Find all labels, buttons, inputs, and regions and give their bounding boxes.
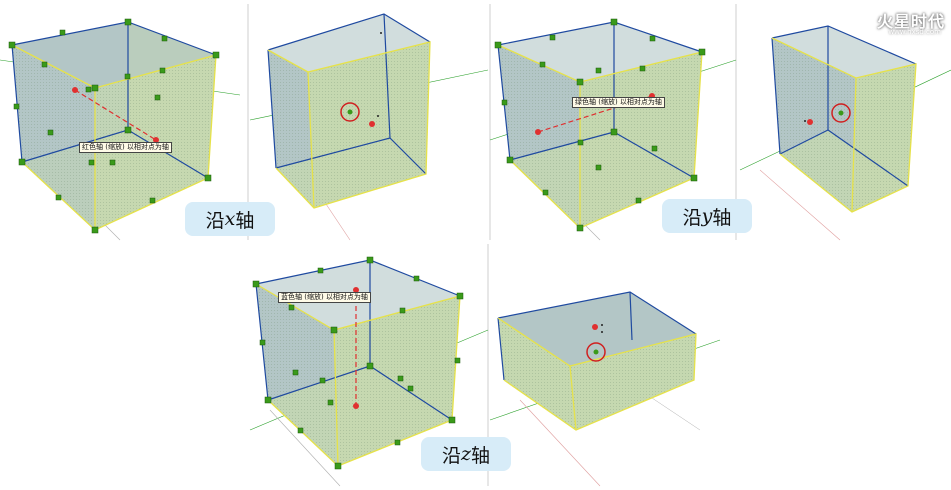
watermark-logo: 火星时代 (876, 12, 945, 31)
panel-y-after (739, 25, 951, 241)
tooltip-red-axis: 红色轴 (缩放) 以相对点为轴 (79, 142, 172, 153)
tooltip-green-axis: 绿色轴 (缩放) 以相对点为轴 (572, 97, 665, 108)
watermark-url: www.hxsd.com (888, 28, 941, 36)
tooltip-blue-axis: 蓝色轴 (缩放) 以相对点为轴 (278, 292, 371, 303)
panel-y-before (489, 18, 737, 241)
panel-x-before (0, 18, 241, 241)
panel-x-after (249, 13, 489, 241)
panel-z-before (249, 256, 489, 487)
panel-z-after (489, 291, 721, 487)
